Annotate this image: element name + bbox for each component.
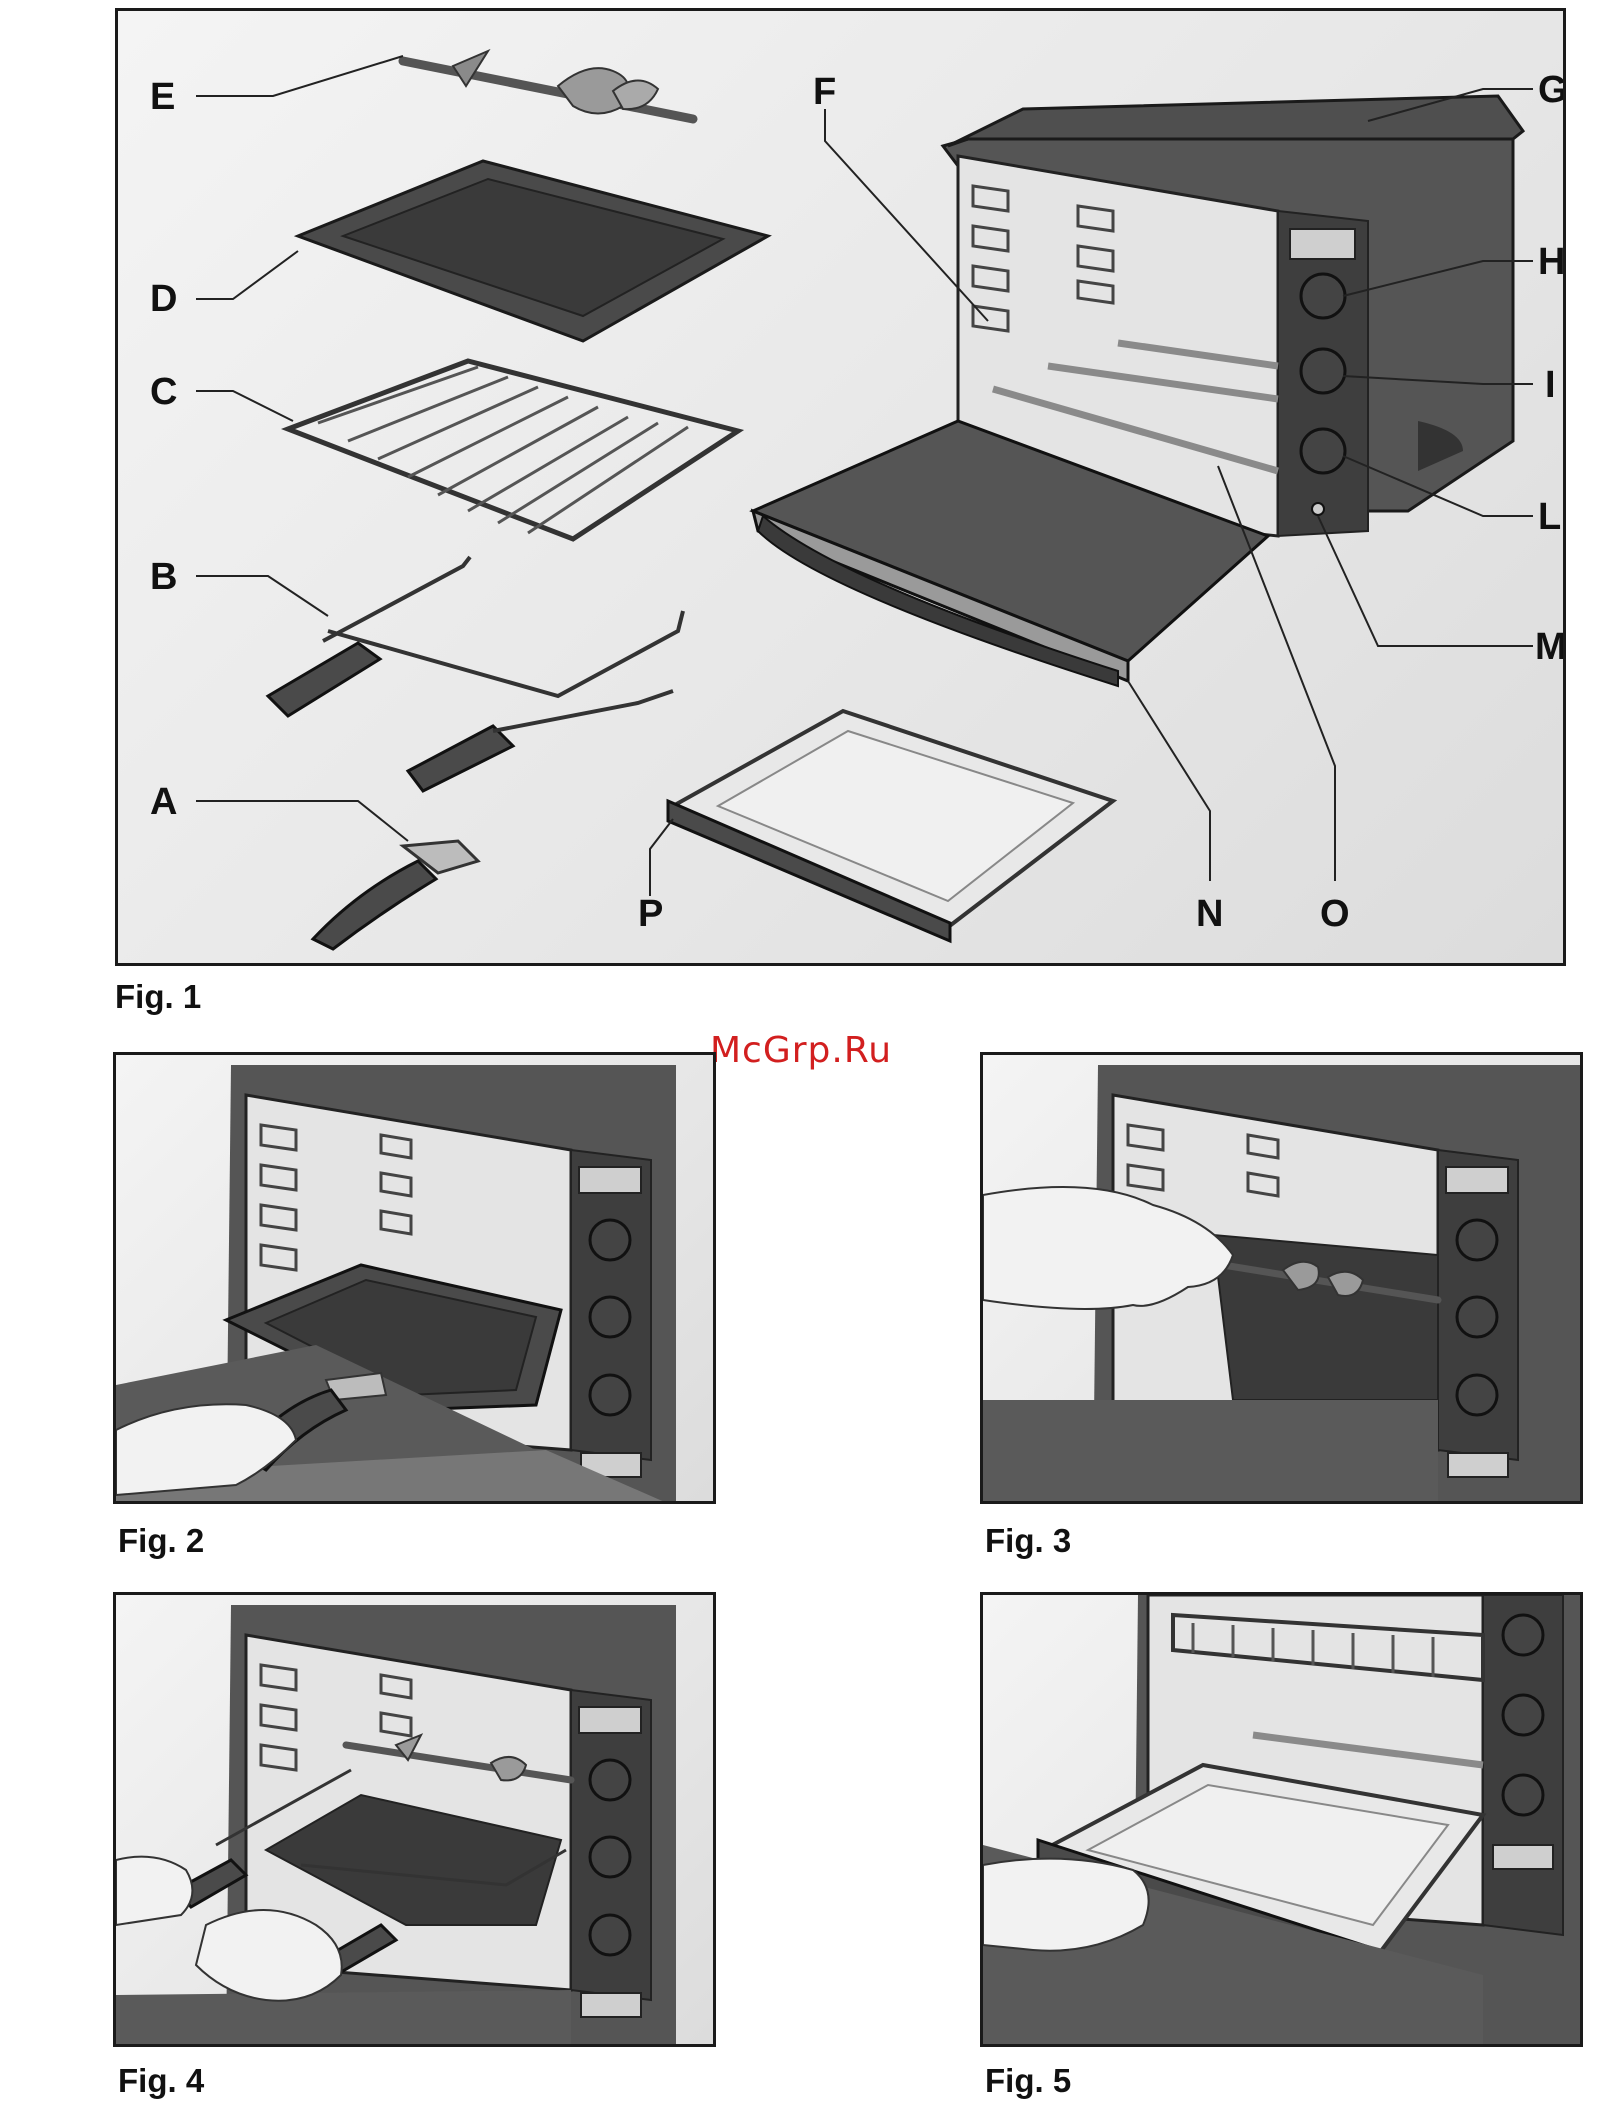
figure-1-caption: Fig. 1	[115, 978, 201, 1016]
wire-rack-drawing	[288, 361, 738, 539]
figure-2-caption: Fig. 2	[118, 1522, 204, 1560]
figure-2-panel	[113, 1052, 716, 1504]
part-label-m: M	[1535, 626, 1566, 668]
figure-5-illustration	[983, 1595, 1583, 2047]
part-label-p: P	[638, 893, 663, 935]
watermark: McGrp.Ru	[710, 1030, 892, 1071]
figure-5-caption: Fig. 5	[985, 2062, 1071, 2100]
figure-3-panel	[980, 1052, 1583, 1504]
figure-1-panel: E D C B A F G H I L M O N P	[115, 8, 1566, 966]
figure-4-caption: Fig. 4	[118, 2062, 204, 2100]
part-label-f: F	[813, 71, 836, 113]
figure-1-illustration: E D C B A F G H I L M O N P	[118, 11, 1566, 966]
part-label-d: D	[150, 278, 177, 320]
baking-tray-drawing	[298, 161, 768, 341]
part-label-o: O	[1320, 893, 1350, 935]
part-label-g: G	[1538, 69, 1566, 111]
part-label-i: I	[1545, 364, 1556, 406]
part-label-l: L	[1538, 496, 1561, 538]
part-label-h: H	[1538, 241, 1565, 283]
oven-drawing	[753, 96, 1523, 686]
part-label-a: A	[150, 781, 177, 823]
figure-4-illustration	[116, 1595, 716, 2047]
crumb-tray-drawing	[668, 711, 1113, 941]
part-label-b: B	[150, 556, 177, 598]
tray-handle-drawing	[313, 841, 478, 949]
part-label-e: E	[150, 76, 175, 118]
figure-3-illustration	[983, 1055, 1583, 1504]
rotisserie-spit-drawing	[403, 51, 693, 119]
rack-handles-drawing	[268, 557, 683, 791]
figure-4-panel	[113, 1592, 716, 2047]
part-label-n: N	[1196, 893, 1223, 935]
figure-2-illustration	[116, 1055, 716, 1504]
part-label-c: C	[150, 371, 177, 413]
figure-3-caption: Fig. 3	[985, 1522, 1071, 1560]
figure-5-panel	[980, 1592, 1583, 2047]
